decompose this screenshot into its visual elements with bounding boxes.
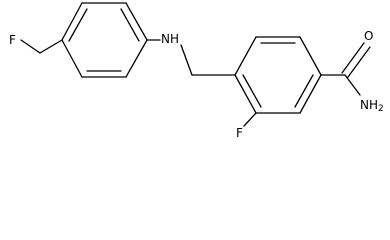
- carbonyl-oxygen-label: O: [364, 29, 373, 43]
- amide-group: [320, 42, 371, 96]
- bond: [299, 74, 322, 114]
- bond: [39, 39, 63, 54]
- fluorine-atom-label: F: [9, 33, 16, 47]
- bond: [344, 74, 361, 96]
- bond: [234, 36, 257, 76]
- amine-linker: [146, 39, 236, 76]
- double-bond-inner: [242, 74, 262, 108]
- bond: [234, 74, 257, 114]
- bond: [243, 112, 257, 127]
- carbonyl-double-bond: [347, 46, 371, 78]
- fluorophenyl-ring: [39, 2, 148, 78]
- amide-nh-text: NH: [360, 98, 378, 112]
- amide-nh2-label: NH2: [360, 98, 384, 114]
- bond: [125, 39, 148, 78]
- double-bond-inner: [68, 8, 88, 42]
- molecule-structure: F NH F O NH2: [9, 2, 384, 140]
- bond: [299, 36, 322, 76]
- amine-nh-label: NH: [161, 32, 179, 46]
- double-bond-inner: [294, 74, 314, 108]
- double-bond-inner: [120, 8, 140, 42]
- amide-subscript-2: 2: [378, 104, 384, 114]
- ring-fluorine-label: F: [236, 126, 243, 140]
- carbonyl-double-bond: [341, 42, 365, 74]
- benzamide-ring: [234, 36, 322, 114]
- bond: [61, 2, 83, 41]
- bond: [125, 2, 148, 41]
- bond: [20, 39, 41, 54]
- bond: [180, 44, 193, 76]
- bond: [61, 39, 83, 78]
